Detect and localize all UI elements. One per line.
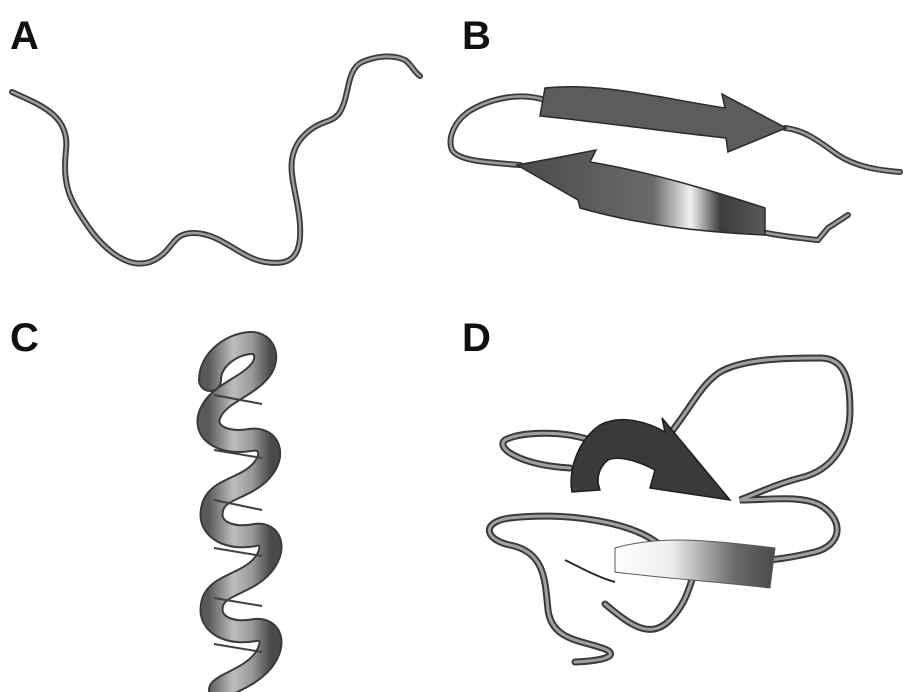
panel-c-helix	[208, 343, 270, 690]
panel-d-fold	[489, 358, 850, 662]
panel-b-hairpin	[451, 87, 900, 240]
panel-a-coil	[12, 56, 420, 263]
